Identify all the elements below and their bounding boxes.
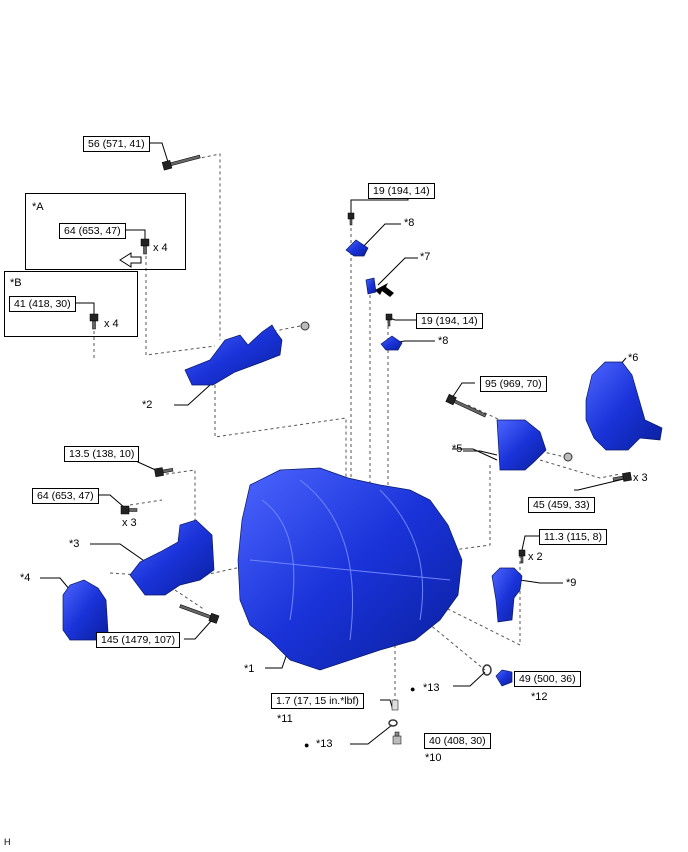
callout-part-13-upper: *13 [423, 682, 440, 694]
bolt-icon [612, 471, 632, 482]
bolt-icons [89, 154, 632, 745]
callout-part-9: *9 [566, 577, 577, 589]
quantity-bolt-11: x 2 [528, 551, 543, 563]
bullet-13-upper: ● [410, 684, 416, 694]
callout-part-4: *4 [20, 572, 31, 584]
bolt-icon [120, 505, 138, 515]
torque-spec-box: 49 (500, 36) [514, 671, 581, 687]
callout-part-3: *3 [69, 538, 80, 550]
part-8-upper-bracket [345, 239, 369, 257]
torque-spec-box: 11.3 (115, 8) [539, 529, 607, 545]
callout-part-5: *5 [452, 443, 463, 455]
washer-icon [300, 321, 310, 331]
callout-part-12: *12 [531, 691, 548, 703]
part-5-bracket [496, 419, 547, 471]
bolt-icon [179, 604, 220, 624]
blue-parts [62, 239, 663, 687]
part-4-mount [62, 579, 109, 641]
callout-part-13-lower: *13 [316, 738, 333, 750]
gasket-icon [482, 664, 492, 676]
bolt-icon [89, 313, 99, 330]
bolt-icon [140, 238, 150, 255]
plug-icon [391, 699, 399, 711]
view-arrow-icons [119, 252, 394, 297]
callout-inset-a: *A [32, 201, 44, 213]
callout-part-7: *7 [420, 251, 431, 263]
inset-a-frame [25, 193, 186, 270]
callout-part-11: *11 [277, 713, 293, 725]
part-2-bracket [184, 324, 283, 386]
torque-spec-box: 95 (969, 70) [480, 376, 547, 392]
quantity-inset-a: x 4 [153, 242, 168, 254]
bolt-icon [445, 393, 487, 418]
callout-part-10: *10 [425, 752, 442, 764]
torque-spec-box: 45 (459, 33) [528, 497, 595, 513]
part-6-mount [585, 361, 663, 451]
plug-icon [392, 731, 402, 745]
torque-spec-box: 13.5 (138, 10) [64, 446, 140, 462]
bolt-icon [161, 154, 201, 171]
torque-spec-box: 19 (194, 14) [416, 313, 483, 329]
bolt-icon [347, 212, 355, 226]
callout-part-1: *1 [244, 663, 255, 675]
callout-part-6: *6 [628, 352, 639, 364]
torque-spec-box: 40 (408, 30) [424, 733, 491, 749]
torque-spec-box: 1.7 (17, 15 in.*lbf) [271, 693, 364, 709]
quantity-bolt-64: x 3 [122, 517, 137, 529]
part-12-plug [495, 669, 513, 687]
bolt-icon [154, 467, 174, 478]
part-9-bracket [491, 567, 523, 623]
torque-spec-box: 19 (194, 14) [368, 183, 435, 199]
part-3-bracket [129, 519, 215, 596]
leader-lines [40, 142, 629, 745]
gasket-icon [388, 719, 398, 727]
callout-part-8-upper: *8 [404, 217, 415, 229]
inset-b-frame [4, 271, 138, 337]
solid-arrow-icon [375, 283, 394, 297]
bolt-icon [518, 549, 526, 564]
washer-icon [563, 452, 573, 462]
quantity-bolt-45: x 3 [633, 472, 648, 484]
figure-code: H [4, 837, 11, 847]
bullet-13-lower: ● [304, 740, 310, 750]
callout-inset-b: *B [10, 277, 22, 289]
torque-spec-box: 64 (653, 47) [59, 223, 126, 239]
hollow-arrow-icon [119, 252, 142, 268]
torque-spec-box: 41 (418, 30) [9, 296, 76, 312]
callout-part-8-lower: *8 [438, 335, 449, 347]
gasket-icons [300, 321, 573, 727]
torque-spec-box: 56 (571, 41) [83, 136, 150, 152]
bolt-icon [385, 313, 393, 327]
quantity-inset-b: x 4 [104, 318, 119, 330]
torque-spec-box: 64 (653, 47) [32, 488, 99, 504]
callout-part-2: *2 [142, 399, 153, 411]
part-8-lower-bracket [380, 335, 403, 351]
part-7-plug [365, 277, 377, 295]
torque-spec-box: 145 (1479, 107) [96, 632, 181, 648]
